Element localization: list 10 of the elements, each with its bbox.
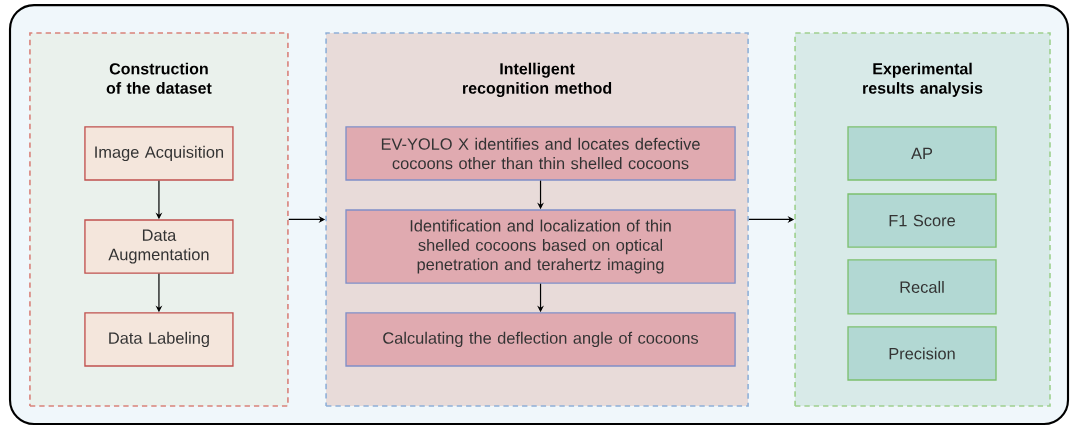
process-box: Data Labeling: [84, 312, 234, 367]
process-box: Data Augmentation: [84, 219, 234, 274]
process-box: EV-YOLO X identifies and locates defective cocoons other than thin shelled cocoons: [345, 126, 736, 181]
process-box: Calculating the deflection angle of cocoons: [345, 312, 736, 367]
process-box: Precision: [847, 326, 997, 381]
process-box: AP: [847, 126, 997, 181]
process-box: F1 Score: [847, 193, 997, 248]
process-box: Identification and localization of thin shelled cocoons based on optical penetration and terahertz imaging: [345, 209, 736, 284]
process-box: Image Acquisition: [84, 126, 234, 181]
process-box: Recall: [847, 259, 997, 315]
